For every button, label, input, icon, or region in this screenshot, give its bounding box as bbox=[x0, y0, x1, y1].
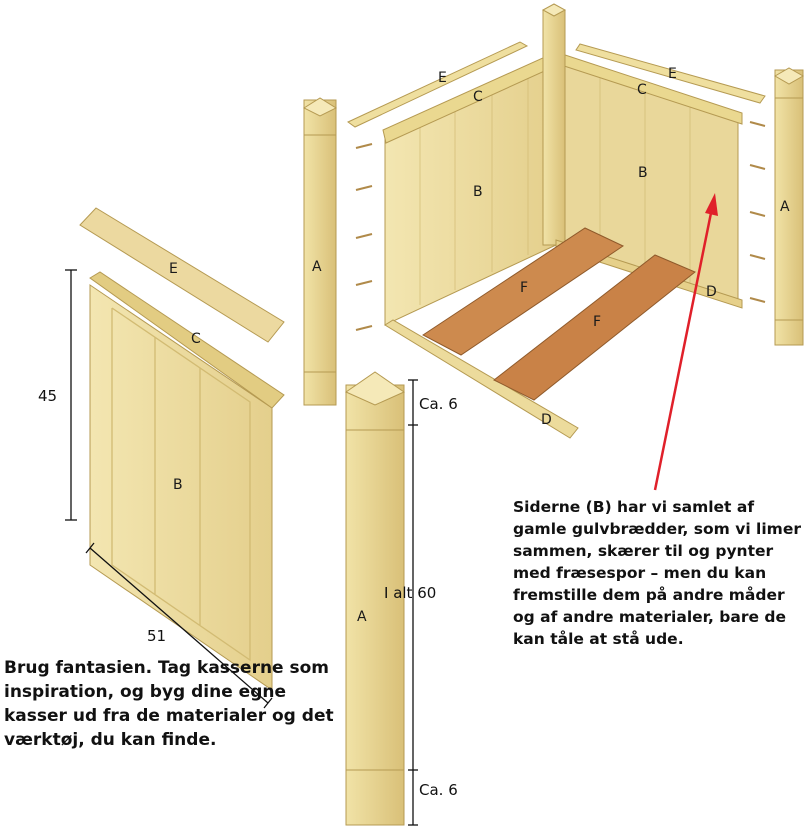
label-panel-loose: B bbox=[173, 477, 183, 493]
dim-post-total: I alt 60 bbox=[384, 584, 436, 602]
label-panel-back-right: B bbox=[638, 165, 648, 181]
dim-width: 51 bbox=[147, 627, 166, 645]
label-cap-right: E bbox=[668, 66, 677, 82]
cap-strip-left bbox=[347, 41, 529, 128]
floor-board-1 bbox=[422, 227, 625, 356]
dim-height: 45 bbox=[38, 387, 57, 405]
top-rail-loose bbox=[89, 271, 285, 409]
label-bottom-rail-front: D bbox=[541, 412, 552, 428]
label-rail-left: C bbox=[473, 89, 483, 105]
label-floor-2: F bbox=[593, 314, 601, 330]
label-panel-back-left: B bbox=[473, 184, 483, 200]
post-front bbox=[345, 384, 405, 826]
label-cap-left: E bbox=[438, 70, 447, 86]
label-rail-right: C bbox=[637, 82, 647, 98]
assembled-box bbox=[382, 3, 743, 439]
label-bottom-rail-right: D bbox=[706, 284, 717, 300]
label-floor-1: F bbox=[520, 280, 528, 296]
sides-note-text: Siderne (B) har vi samlet af gamle gulvb… bbox=[513, 498, 801, 648]
cap-strip-loose bbox=[79, 207, 285, 343]
dowel-pins bbox=[355, 121, 766, 331]
label-rail-loose: C bbox=[191, 331, 201, 347]
cap-strip-right bbox=[575, 43, 766, 104]
dim-post-top: Ca. 6 bbox=[419, 395, 458, 413]
sides-note: Siderne (B) har vi samlet af gamle gulvb… bbox=[513, 496, 805, 650]
floor-board-2 bbox=[493, 254, 696, 401]
label-cap-loose: E bbox=[169, 261, 178, 277]
dim-post-bottom: Ca. 6 bbox=[419, 781, 458, 799]
pointer-arrow bbox=[653, 193, 718, 491]
fantasy-note-text: Brug fantasien. Tag kasserne som inspira… bbox=[4, 658, 334, 750]
bottom-rail-front bbox=[384, 319, 579, 439]
post-left bbox=[303, 99, 337, 406]
dimension-lines bbox=[65, 269, 418, 826]
post-back bbox=[542, 9, 566, 246]
label-post-left: A bbox=[312, 259, 322, 275]
label-post-front: A bbox=[357, 609, 367, 625]
fantasy-note: Brug fantasien. Tag kasserne som inspira… bbox=[4, 656, 334, 752]
label-post-right: A bbox=[780, 199, 790, 215]
